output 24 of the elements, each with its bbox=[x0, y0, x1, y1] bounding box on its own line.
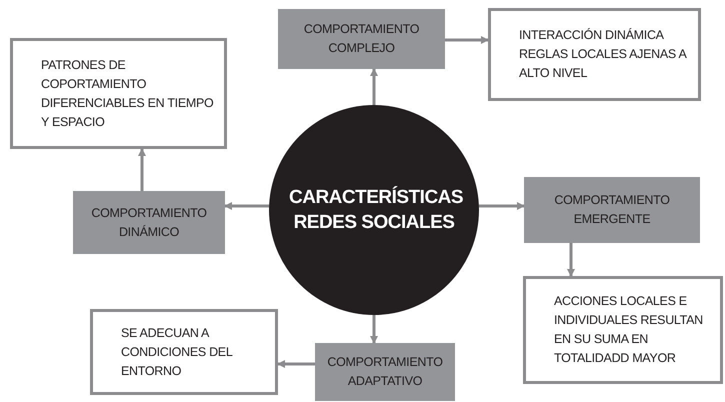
node-text: INTERACCIÓN DINÁMICA REGLAS LOCALES AJENAS A ALTO NIVEL bbox=[519, 27, 688, 82]
description-box bbox=[488, 8, 701, 101]
node-text: COMPORTAMIENTO COMPLEJO bbox=[302, 21, 420, 57]
node-text: PATRONES DE COPORTAMIENTO DIFERENCIABLES EN TIEMPO Y ESPACIO bbox=[41, 56, 214, 130]
node-text: COMPORTAMIENTO DINÁMICO bbox=[90, 204, 208, 240]
description-box bbox=[523, 276, 723, 384]
category-box bbox=[315, 343, 455, 401]
node-text: COMPORTAMIENTO ADAPTATIVO bbox=[326, 354, 444, 390]
arrow bbox=[567, 243, 575, 277]
arrow bbox=[370, 315, 378, 344]
node-text: COMPORTAMIENTO EMERGENTE bbox=[553, 192, 671, 228]
arrow bbox=[445, 36, 489, 44]
category-box bbox=[73, 191, 225, 254]
node-text: ACCIONES LOCALES E INDIVIDUALES RESULTAN EN SU SUMA EN TOTALIDADD MAYOR bbox=[554, 293, 704, 367]
arrow bbox=[138, 148, 146, 191]
category-box bbox=[524, 177, 700, 243]
node-text: SE ADECUAN A CONDICIONES DEL ENTORNO bbox=[121, 324, 234, 380]
description-box bbox=[90, 309, 278, 395]
arrow bbox=[277, 360, 315, 368]
arrow bbox=[478, 202, 525, 210]
arrow bbox=[224, 202, 270, 210]
arrow bbox=[370, 68, 378, 105]
category-box bbox=[278, 9, 445, 69]
description-box bbox=[10, 38, 227, 149]
